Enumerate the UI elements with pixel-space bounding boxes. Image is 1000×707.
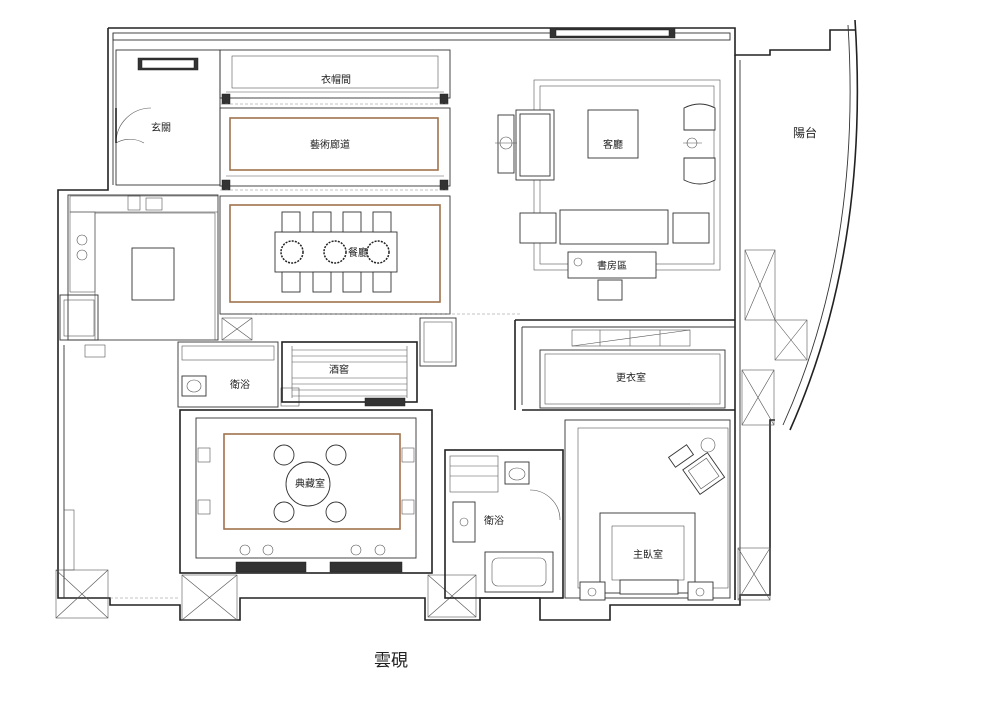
balcony-area [737,249,808,601]
top-window [549,27,676,39]
label-bath2: 衛浴 [484,514,504,527]
label-entrance: 玄關 [151,121,171,134]
label-living: 客廳 [603,138,623,151]
closet-area [522,329,735,411]
label-collection: 典藏室 [295,477,325,490]
label-dining: 餐廳 [348,246,368,259]
entrance-area [115,49,221,186]
bath2-area [444,449,564,599]
living-area [495,79,721,301]
label-cloakroom: 衣帽間 [321,73,351,86]
label-art-corridor: 藝術廊道 [310,138,350,151]
wine-rack-lines [292,349,407,397]
wine-cellar-area [281,341,418,407]
dining-area [219,195,520,341]
label-bath1: 衛浴 [230,378,250,391]
left-corridor [55,344,180,619]
collection-area [179,409,477,621]
room-labels: 衣帽間 玄關 藝術廊道 客廳 餐廳 書房區 陽台 衛浴 酒窖 更衣室 典藏室 衛… [151,73,817,561]
label-study: 書房區 [597,259,627,272]
label-balcony: 陽台 [793,125,817,140]
plan-caption: 雲硯 [374,651,408,671]
outer-walls [57,19,859,621]
label-closet: 更衣室 [616,371,646,384]
center-walls [419,317,735,410]
bath1-area [177,341,300,408]
kitchen-area [59,194,219,341]
label-master: 主臥室 [633,548,663,561]
master-bedroom-area [564,419,731,601]
cloakroom-area [219,49,451,105]
art-corridor-area [219,107,451,191]
label-wine: 酒窖 [329,363,349,376]
